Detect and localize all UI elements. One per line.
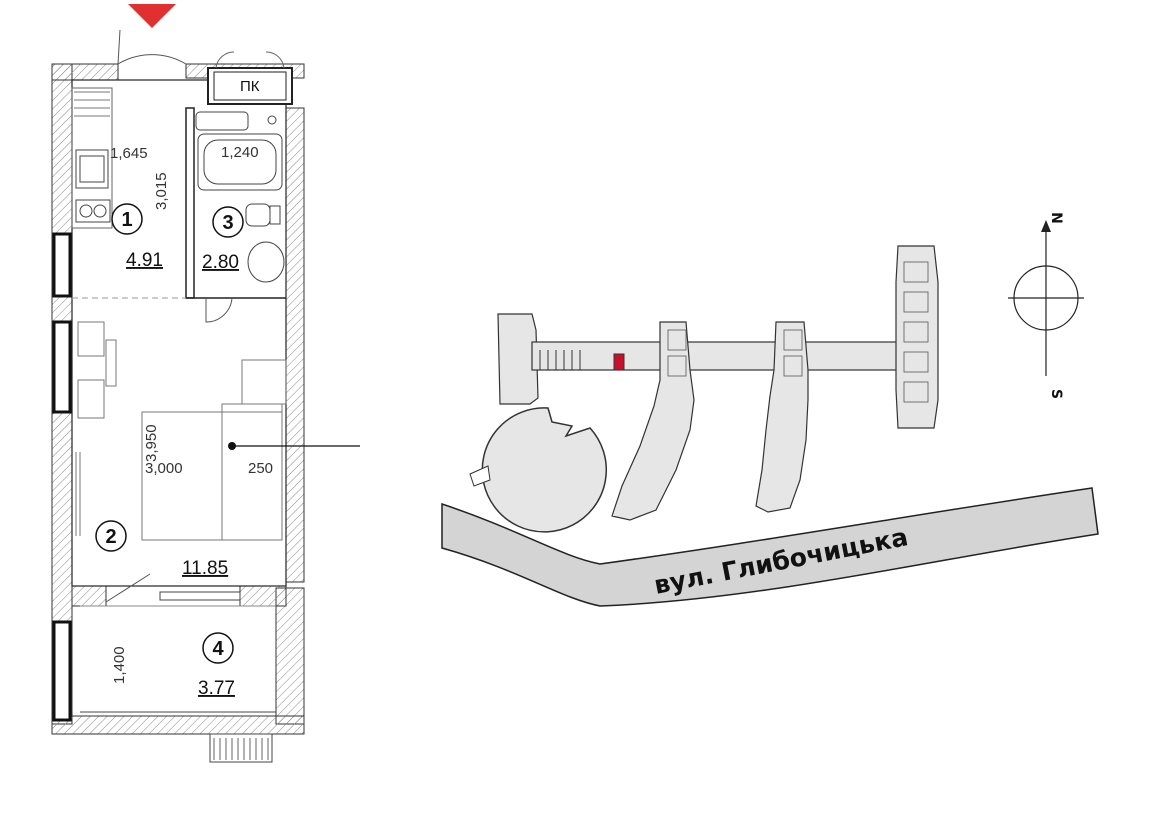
window-left-3 (52, 620, 72, 722)
bathroom-door-swing (205, 297, 233, 323)
kitchen-shelves (74, 91, 110, 117)
kitchen-counter (71, 87, 113, 229)
bathtub (197, 133, 283, 191)
entrance-door-swing (117, 54, 187, 65)
room-1-number: 1 (121, 209, 132, 231)
window-left-2 (52, 320, 72, 414)
room-4-area: 3.77 (198, 678, 235, 699)
dim-bed-length: 3,950 (143, 424, 160, 462)
room-2-number: 2 (105, 526, 116, 548)
bathroom-sink (247, 241, 285, 283)
kitchen-stove (75, 199, 111, 223)
room-3-area: 2.80 (202, 252, 239, 273)
left-building (497, 313, 539, 405)
room-4-number: 4 (212, 638, 224, 660)
bottom-wall (51, 715, 305, 735)
window-left-1 (52, 232, 72, 298)
balcony-top-left-wall (71, 585, 107, 607)
room-number-circle (212, 206, 244, 238)
right-building (895, 245, 939, 429)
apartment-location-marker (613, 353, 625, 371)
room-number-circle (202, 632, 234, 664)
floor-plan: ПК (51, 4, 360, 763)
chair (77, 321, 105, 357)
room-number-circle (95, 520, 127, 552)
balcony-top-right-wall (239, 585, 287, 607)
balcony-step (209, 733, 273, 763)
room-outline (71, 79, 287, 587)
shaft-label: ПК (240, 78, 260, 95)
room-number-circle (111, 203, 143, 235)
compass-north: N (1048, 212, 1064, 224)
right-outer-wall (285, 107, 305, 583)
top-wall-left (51, 63, 119, 81)
room-2-area: 11.85 (182, 558, 228, 579)
dim-kitchen-length: 3,015 (153, 172, 170, 210)
corridor (531, 341, 905, 371)
dim-bath-width: 1,240 (221, 144, 259, 161)
entrance-arrow-icon (128, 4, 176, 28)
dim-balcony-depth: 1,400 (111, 646, 128, 684)
dim-kitchen-width: 1,645 (110, 145, 148, 162)
site-map: вул. Глибочицька (441, 212, 1099, 607)
compass-south: S (1048, 389, 1064, 399)
shaft-box (207, 67, 293, 105)
dim-bed-width: 3,000 (145, 460, 183, 477)
room-3-number: 3 (222, 212, 233, 234)
chair (77, 379, 105, 419)
bathroom-left-wall (185, 107, 195, 299)
compass-icon (1008, 220, 1084, 376)
street-band (441, 487, 1099, 607)
balcony-right-wall (275, 587, 305, 725)
washing-machine (195, 111, 249, 131)
curved-building-1 (611, 321, 695, 521)
room-1-area: 4.91 (126, 250, 163, 271)
curved-building-2 (755, 321, 809, 513)
table (105, 339, 117, 387)
round-building (481, 407, 608, 533)
toilet (245, 203, 271, 227)
dim-offset: 250 (248, 460, 273, 477)
